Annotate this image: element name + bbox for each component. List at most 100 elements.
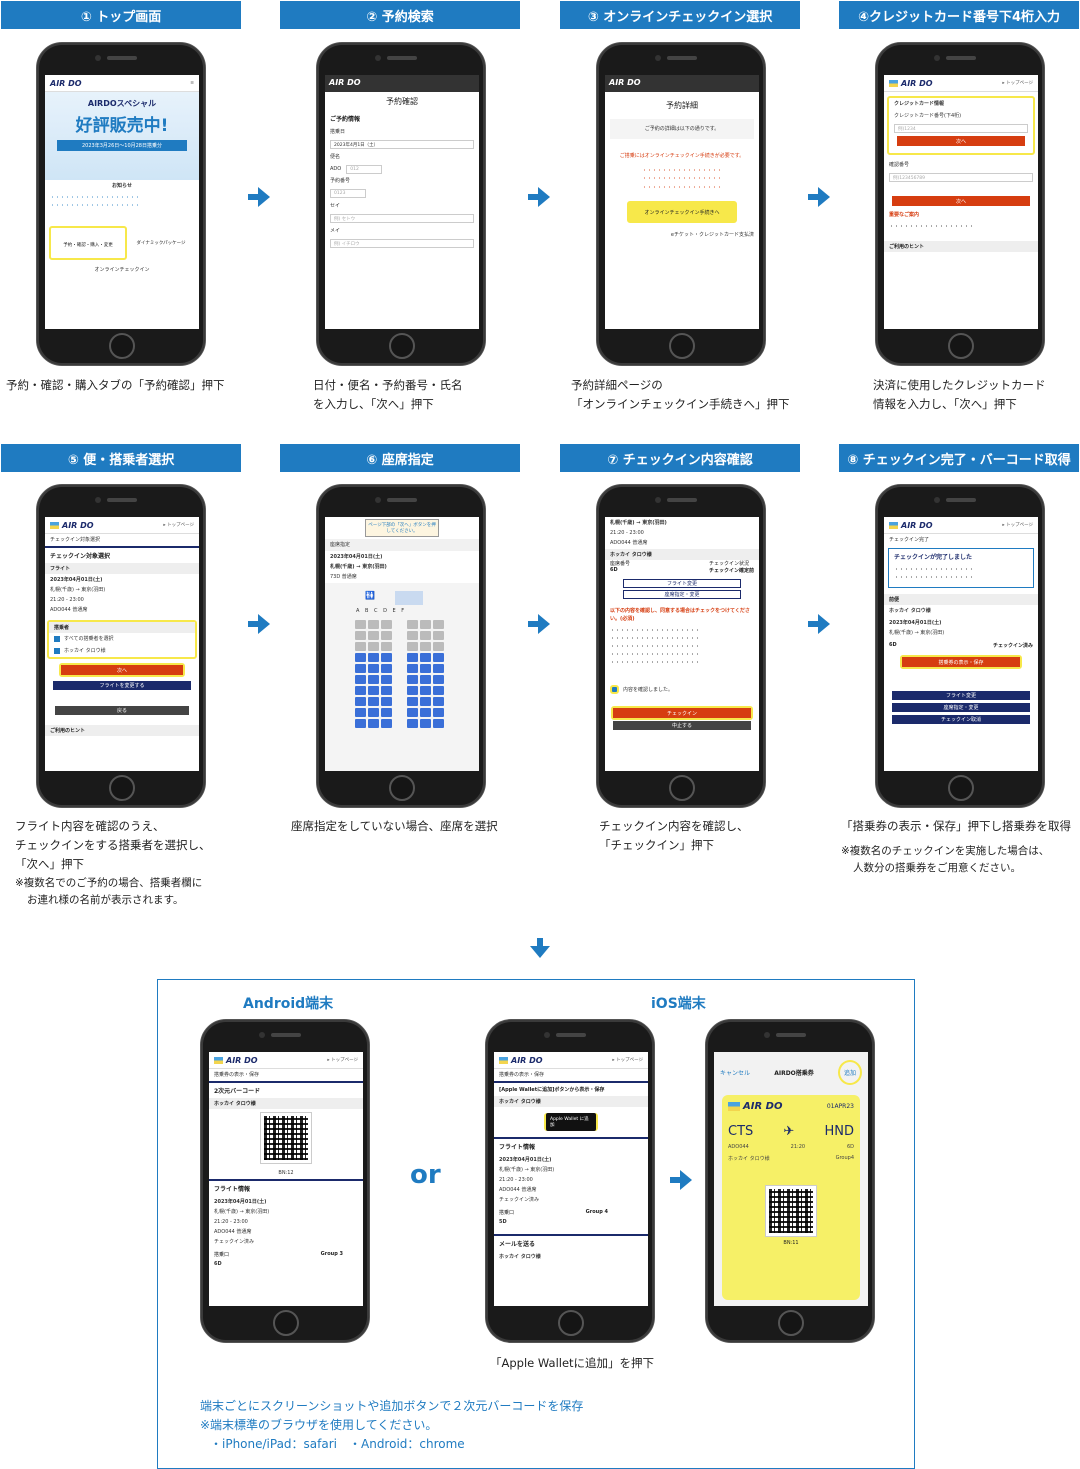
reservation-check-tab[interactable]: 予約・確認・購入・変更 xyxy=(49,226,127,260)
back-button[interactable]: 戻る xyxy=(55,706,189,715)
seat[interactable] xyxy=(433,642,444,651)
seat[interactable] xyxy=(420,675,431,684)
seat[interactable] xyxy=(368,719,379,728)
select-all-checkbox[interactable] xyxy=(54,636,60,642)
restroom-icon: 🚻 xyxy=(365,591,375,600)
seat[interactable] xyxy=(368,642,379,651)
seat[interactable] xyxy=(368,675,379,684)
seat[interactable] xyxy=(433,653,444,662)
confirm-number-input[interactable]: 例)123456789 xyxy=(889,173,1033,182)
seat[interactable] xyxy=(355,697,366,706)
seat[interactable] xyxy=(381,675,392,684)
seat[interactable] xyxy=(355,675,366,684)
online-checkin-button[interactable]: オンラインチェックイン手続きへ xyxy=(629,203,735,221)
seat[interactable] xyxy=(433,686,444,695)
seat[interactable] xyxy=(420,686,431,695)
seat[interactable] xyxy=(381,719,392,728)
seat[interactable] xyxy=(433,620,444,629)
seat[interactable] xyxy=(381,631,392,640)
next-button[interactable]: 次へ xyxy=(61,665,183,675)
seat[interactable] xyxy=(407,620,418,629)
seat[interactable] xyxy=(368,664,379,673)
seat[interactable] xyxy=(381,653,392,662)
seat[interactable] xyxy=(381,708,392,717)
seat[interactable] xyxy=(420,708,431,717)
seat[interactable] xyxy=(368,697,379,706)
campaign-banner[interactable]: AIRDOスペシャル 好評販売中! 2023年3月26日〜10月28日搭乗分 xyxy=(45,92,199,180)
wallet-cancel-button[interactable]: キャンセル xyxy=(720,1070,751,1077)
next-button-2[interactable]: 次へ xyxy=(892,196,1030,206)
package-tab[interactable]: ダイナミックパッケージ xyxy=(136,241,186,246)
seat[interactable] xyxy=(433,664,444,673)
seat[interactable] xyxy=(407,686,418,695)
top-page-link[interactable]: ▸ トップページ xyxy=(163,523,194,528)
passenger-checkbox[interactable] xyxy=(54,648,60,654)
seat[interactable] xyxy=(420,653,431,662)
seat[interactable] xyxy=(355,686,366,695)
top-page-link[interactable]: ▸ トップページ xyxy=(612,1058,643,1063)
seat[interactable] xyxy=(407,642,418,651)
seat[interactable] xyxy=(407,653,418,662)
seat[interactable] xyxy=(420,642,431,651)
seat[interactable] xyxy=(381,642,392,651)
reservation-number-input[interactable]: 0123 xyxy=(330,189,366,198)
change-seat-button[interactable]: 座席指定・変更 xyxy=(623,590,741,599)
seat[interactable] xyxy=(407,675,418,684)
seat[interactable] xyxy=(355,664,366,673)
seat[interactable] xyxy=(420,719,431,728)
checkin-button[interactable]: チェックイン xyxy=(613,708,751,718)
date-select[interactable]: 2023年4月1日（土） xyxy=(330,140,474,149)
seat[interactable] xyxy=(407,708,418,717)
last-name-input[interactable]: 例) セトウ xyxy=(330,214,474,223)
seat[interactable] xyxy=(368,686,379,695)
seat[interactable] xyxy=(433,675,444,684)
seat[interactable] xyxy=(433,697,444,706)
seat[interactable] xyxy=(355,653,366,662)
seat[interactable] xyxy=(368,653,379,662)
top-page-link[interactable]: ▸ トップページ xyxy=(1002,523,1033,528)
seat[interactable] xyxy=(355,719,366,728)
seat[interactable] xyxy=(368,620,379,629)
seat[interactable] xyxy=(407,664,418,673)
send-mail-link[interactable]: メールを送る xyxy=(494,1234,648,1251)
next-button[interactable]: 次へ xyxy=(897,136,1025,146)
seat[interactable] xyxy=(381,686,392,695)
seat[interactable] xyxy=(433,719,444,728)
cancel-button[interactable]: 中止する xyxy=(613,721,751,730)
seat[interactable] xyxy=(355,620,366,629)
wallet-add-button[interactable]: 追加 xyxy=(837,1060,862,1085)
change-flight-button[interactable]: フライト変更 xyxy=(623,579,741,588)
change-flight-button[interactable]: フライトを変更する xyxy=(53,681,191,690)
flight-number-input[interactable]: 012 xyxy=(346,164,383,174)
seat[interactable] xyxy=(368,708,379,717)
hint-accordion[interactable]: ご利用のヒント xyxy=(45,725,199,736)
first-name-input[interactable]: 例) イチロウ xyxy=(330,239,474,248)
seat[interactable] xyxy=(433,708,444,717)
seat[interactable] xyxy=(433,631,444,640)
seat[interactable] xyxy=(420,664,431,673)
top-page-link[interactable]: ▸ トップページ xyxy=(327,1058,358,1063)
seat[interactable] xyxy=(368,631,379,640)
hint-accordion[interactable]: ご利用のヒント xyxy=(884,241,1038,252)
cancel-checkin-button[interactable]: チェックイン取消 xyxy=(892,715,1030,724)
seat[interactable] xyxy=(381,664,392,673)
seat[interactable] xyxy=(407,719,418,728)
seat[interactable] xyxy=(381,697,392,706)
change-seat-button[interactable]: 座席指定・変更 xyxy=(892,703,1030,712)
seat[interactable] xyxy=(355,642,366,651)
seat[interactable] xyxy=(407,631,418,640)
seat[interactable] xyxy=(420,697,431,706)
top-page-link[interactable]: ▸ トップページ xyxy=(1002,81,1033,86)
change-flight-button[interactable]: フライト変更 xyxy=(892,691,1030,700)
apple-wallet-button[interactable]: Apple Wallet に追加 xyxy=(546,1113,596,1131)
seat[interactable] xyxy=(420,631,431,640)
card-last4-input[interactable]: 例)1234 xyxy=(894,124,1028,133)
seat[interactable] xyxy=(355,708,366,717)
seat[interactable] xyxy=(355,631,366,640)
seat[interactable] xyxy=(381,620,392,629)
online-checkin-tab[interactable]: オンラインチェックイン xyxy=(94,267,150,273)
show-boarding-pass-button[interactable]: 搭乗券の表示・保存 xyxy=(902,657,1020,667)
seat[interactable] xyxy=(420,620,431,629)
seat[interactable] xyxy=(407,697,418,706)
agree-checkbox[interactable] xyxy=(610,685,619,694)
